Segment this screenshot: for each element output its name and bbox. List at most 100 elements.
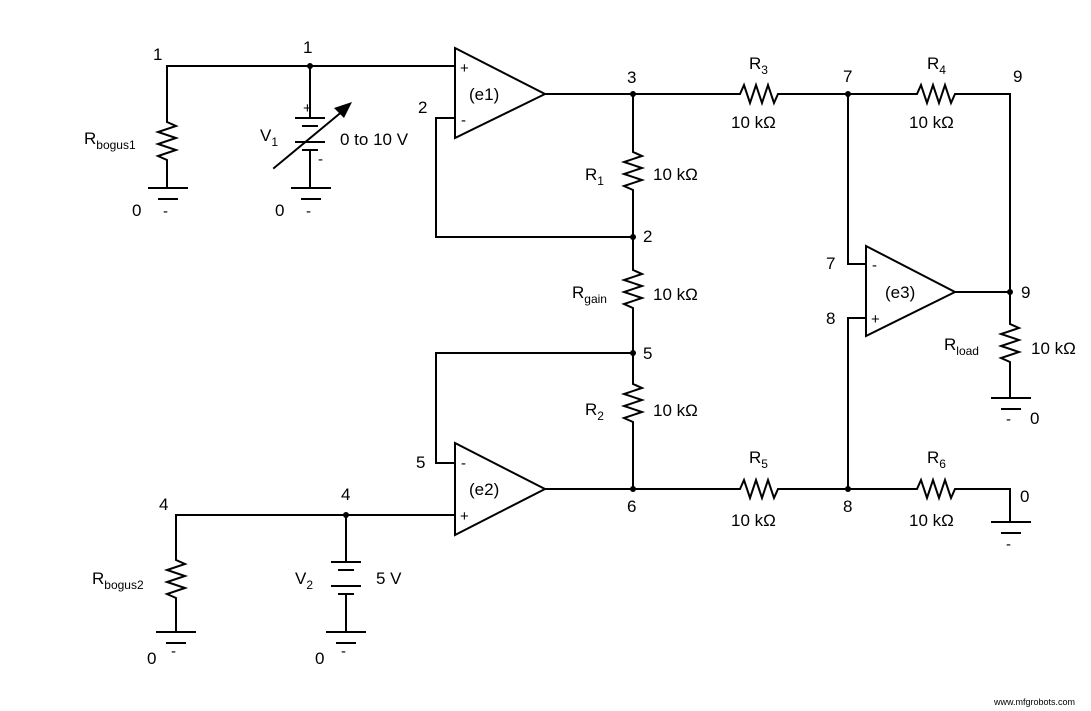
wire-node-5 xyxy=(435,352,634,464)
source-v1-plus-sign: + xyxy=(303,100,312,117)
resistor-rbogus2-name: Rbogus2 xyxy=(92,569,144,592)
source-v1-value: 0 to 10 V xyxy=(340,130,409,149)
battery-v1 xyxy=(272,102,352,170)
ground-symbols xyxy=(148,187,1031,644)
opamp-labels: (e1) + - (e2) - + (e3) - + xyxy=(460,60,915,525)
resistor-rgain xyxy=(620,265,646,317)
ground-label-0: 0 xyxy=(132,201,141,220)
opamp-e2-minus-sign: - xyxy=(461,455,466,472)
resistor-symbols xyxy=(154,81,1023,605)
ground-minus-mark: - xyxy=(1006,411,1011,428)
junction-dots xyxy=(307,63,1013,518)
wire-node-7-to-9 xyxy=(847,93,1011,293)
opamp-e1-plus-sign: + xyxy=(460,60,469,77)
wire-node-2 xyxy=(435,117,634,238)
resistor-rload xyxy=(997,319,1023,371)
ground-minus-mark: - xyxy=(171,643,176,660)
node-label-4: 4 xyxy=(159,495,168,514)
resistor-r6-name: R6 xyxy=(927,448,946,471)
ground-label-0: 0 xyxy=(1030,409,1039,428)
resistor-r4-name: R4 xyxy=(927,54,946,77)
resistor-r5-name: R5 xyxy=(749,448,768,471)
ground-labels: 0 - 0 - 0 - - 0 - 0 - xyxy=(132,201,1039,668)
node-labels: 1 1 2 3 2 5 5 6 7 7 8 8 9 9 4 4 0 xyxy=(153,38,1030,516)
resistor-r5 xyxy=(735,476,783,502)
ground-icon xyxy=(148,187,188,200)
source-labels: V1 0 to 10 V + - V2 5 V xyxy=(260,100,409,592)
ground-minus-mark: - xyxy=(1006,536,1011,553)
wire-node-8-to-e3 xyxy=(847,317,867,490)
resistor-r2-value: 10 kΩ xyxy=(653,401,698,420)
opamp-e3 xyxy=(865,244,958,338)
resistor-r1-name: R1 xyxy=(585,165,604,188)
node-label-2: 2 xyxy=(643,227,652,246)
ground-icon xyxy=(291,187,331,200)
node-label-4: 4 xyxy=(341,485,350,504)
watermark-text: www.mfgrobots.com xyxy=(993,697,1075,707)
resistor-r4 xyxy=(912,81,964,107)
ground-icon xyxy=(991,521,1031,534)
node-label-8: 8 xyxy=(826,309,835,328)
opamp-e3-label: (e3) xyxy=(885,283,915,302)
resistor-r1-value: 10 kΩ xyxy=(653,165,698,184)
ground-label-0: 0 xyxy=(315,649,324,668)
wire-node-7-feedback xyxy=(847,93,867,265)
node-label-8: 8 xyxy=(843,497,852,516)
resistor-rbogus1-name: Rbogus1 xyxy=(84,129,136,152)
node-label-0: 0 xyxy=(1020,487,1029,506)
node-label-1: 1 xyxy=(153,45,162,64)
node-label-6: 6 xyxy=(627,497,636,516)
variable-arrow-icon xyxy=(272,108,346,170)
resistor-r4-value: 10 kΩ xyxy=(909,113,954,132)
source-v1-name: V1 xyxy=(260,126,278,149)
resistor-rbogus2 xyxy=(163,555,189,605)
opamp-e1-label: (e1) xyxy=(469,85,499,104)
resistor-r3-name: R3 xyxy=(749,54,768,77)
ground-minus-mark: - xyxy=(341,643,346,660)
resistor-r6-value: 10 kΩ xyxy=(909,511,954,530)
opamp-e2-label: (e2) xyxy=(469,480,499,499)
node-label-7: 7 xyxy=(826,254,835,273)
opamp-e2-plus-sign: + xyxy=(460,508,469,525)
ground-label-0: 0 xyxy=(275,201,284,220)
resistor-rgain-value: 10 kΩ xyxy=(653,285,698,304)
opamp-e2 xyxy=(454,441,548,537)
node-label-7: 7 xyxy=(843,67,852,86)
ground-label-0: 0 xyxy=(147,649,156,668)
resistor-rload-name: Rload xyxy=(944,335,979,358)
wires xyxy=(166,65,1011,633)
resistor-r1 xyxy=(620,147,646,199)
ground-minus-mark: - xyxy=(306,203,311,220)
source-v1-minus-sign: - xyxy=(318,151,323,168)
ground-icon xyxy=(156,631,196,644)
opamp-e1-minus-sign: - xyxy=(461,112,466,129)
source-v2-value: 5 V xyxy=(376,569,402,588)
wire-node-8 xyxy=(847,488,1011,523)
resistor-rload-value: 10 kΩ xyxy=(1031,339,1076,358)
node-label-9: 9 xyxy=(1021,283,1030,302)
resistor-r2-name: R2 xyxy=(585,400,604,423)
resistor-r2 xyxy=(620,379,646,431)
resistor-r6 xyxy=(912,476,964,502)
node-label-2: 2 xyxy=(418,98,427,117)
node-label-5: 5 xyxy=(416,453,425,472)
resistor-r3-value: 10 kΩ xyxy=(731,113,776,132)
opamp-e1 xyxy=(454,46,548,140)
resistor-r3 xyxy=(735,81,783,107)
resistor-rgain-name: Rgain xyxy=(572,283,607,306)
node-label-1: 1 xyxy=(303,38,312,57)
opamp-e3-minus-sign: - xyxy=(872,257,877,274)
ground-icon xyxy=(991,397,1031,410)
battery-v2 xyxy=(331,561,361,595)
resistor-rbogus1 xyxy=(154,117,180,165)
opamp-e3-plus-sign: + xyxy=(871,311,880,328)
ground-minus-mark: - xyxy=(163,203,168,220)
arrow-head-icon xyxy=(334,102,352,118)
resistor-r5-value: 10 kΩ xyxy=(731,511,776,530)
resistor-labels: Rbogus1 Rbogus2 R1 10 kΩ Rgain 10 kΩ R2 … xyxy=(84,54,1076,592)
ground-icon xyxy=(326,631,366,644)
node-label-9: 9 xyxy=(1013,67,1022,86)
source-v2-name: V2 xyxy=(295,569,313,592)
node-label-3: 3 xyxy=(627,68,636,87)
